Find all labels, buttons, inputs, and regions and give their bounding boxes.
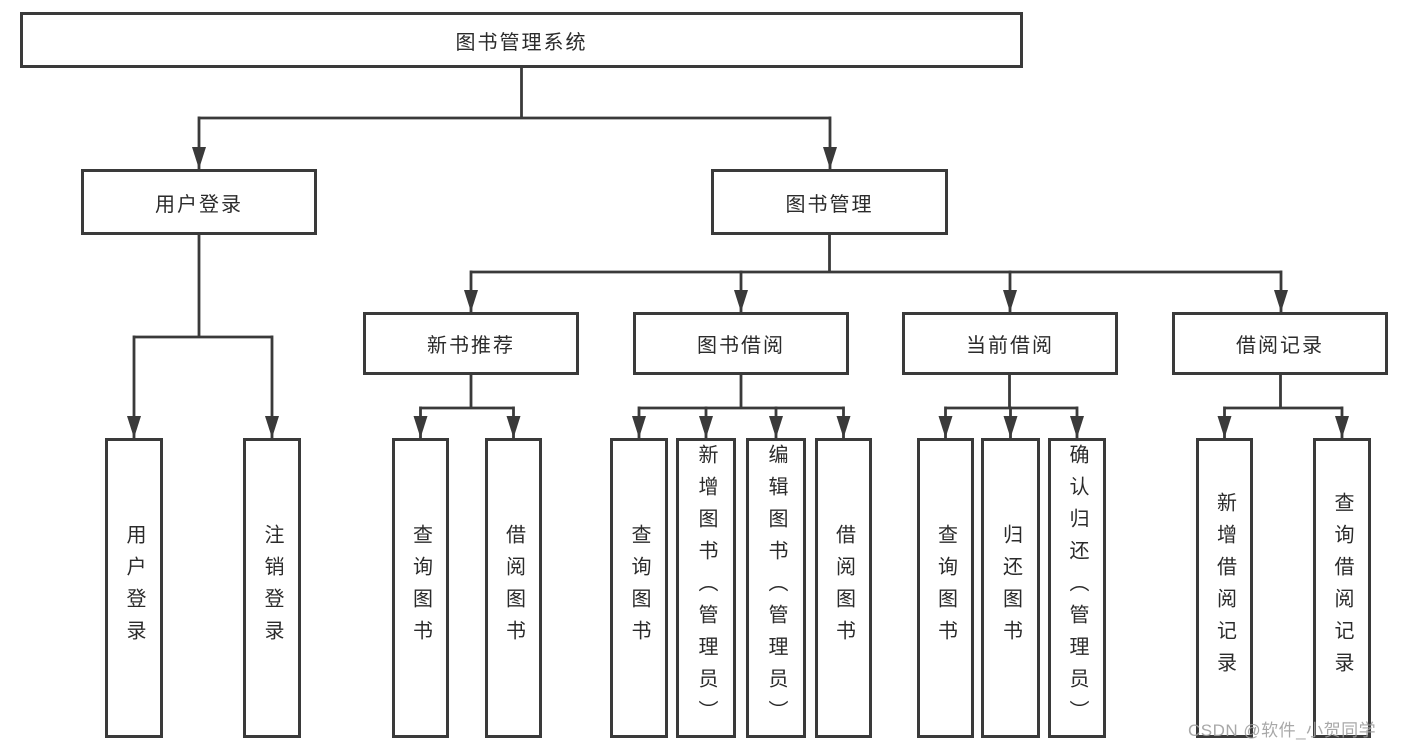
node-label: 图书借阅 xyxy=(697,335,785,357)
node-label: 新书推荐 xyxy=(427,335,515,357)
watermark-text: CSDN @软件_小贺同学 xyxy=(1188,721,1377,740)
leaf-borrow-books-recommend: 借阅图书 xyxy=(485,438,542,738)
node-label: 查询图书 xyxy=(409,524,432,652)
node-label: 借阅记录 xyxy=(1236,335,1324,357)
node-current-borrowing: 当前借阅 xyxy=(902,312,1118,375)
node-label: 当前借阅 xyxy=(966,335,1054,357)
node-new-book-recommendation: 新书推荐 xyxy=(363,312,579,375)
leaf-logout-login: 注销登录 xyxy=(243,438,301,738)
leaf-add-borrow-record: 新增借阅记录 xyxy=(1196,438,1253,738)
node-label: 借阅图书 xyxy=(832,524,855,652)
leaf-query-books-recommend: 查询图书 xyxy=(392,438,449,738)
node-label: 图书管理 xyxy=(785,193,874,216)
node-book-management: 图书管理 xyxy=(711,169,948,235)
node-label: 查询图书 xyxy=(628,524,650,652)
node-label: 用户登录 xyxy=(155,193,243,216)
node-label: 查询图书 xyxy=(934,524,957,652)
leaf-confirm-return-admin: 确认归还（管理员） xyxy=(1048,438,1106,738)
node-label: 图书管理系统 xyxy=(455,31,588,54)
leaf-add-books-admin: 新增图书（管理员） xyxy=(676,438,736,738)
node-book-borrowing: 图书借阅 xyxy=(633,312,849,375)
leaf-borrow-books-borrowing: 借阅图书 xyxy=(815,438,872,738)
node-label: 用户登录 xyxy=(123,524,145,652)
node-label: 借阅图书 xyxy=(502,524,525,652)
node-library-management-system: 图书管理系统 xyxy=(20,12,1023,68)
leaf-user-login: 用户登录 xyxy=(105,438,163,738)
node-label: 归还图书 xyxy=(999,524,1022,652)
node-borrowing-records: 借阅记录 xyxy=(1172,312,1388,375)
leaf-query-books-borrowing: 查询图书 xyxy=(610,438,668,738)
node-label: 新增借阅记录 xyxy=(1213,492,1236,684)
node-label: 新增图书（管理员） xyxy=(695,444,717,732)
leaf-edit-books-admin: 编辑图书（管理员） xyxy=(746,438,806,738)
node-label: 查询借阅记录 xyxy=(1331,492,1353,684)
node-label: 注销登录 xyxy=(261,524,283,652)
connector-lines xyxy=(127,67,1349,438)
node-label: 编辑图书（管理员） xyxy=(765,444,787,732)
leaf-query-books-current: 查询图书 xyxy=(917,438,974,738)
node-user-login: 用户登录 xyxy=(81,169,317,235)
node-label: 确认归还（管理员） xyxy=(1066,444,1088,732)
leaf-query-borrow-record: 查询借阅记录 xyxy=(1313,438,1371,738)
leaf-return-books: 归还图书 xyxy=(981,438,1040,738)
